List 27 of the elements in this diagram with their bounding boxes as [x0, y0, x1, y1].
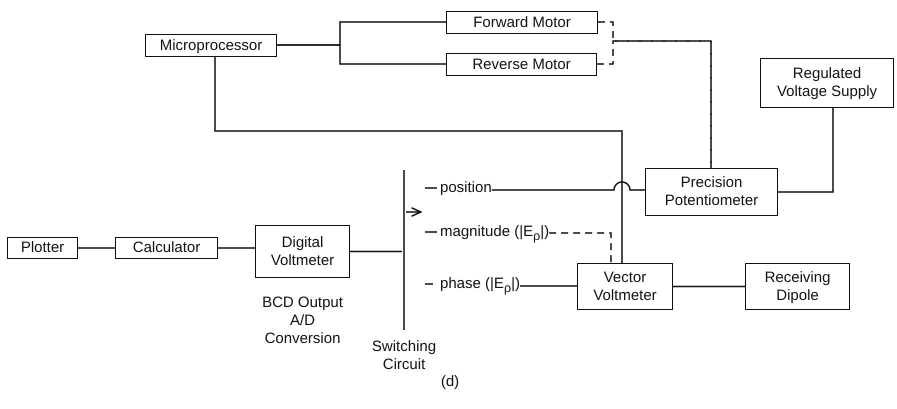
motor-box: Reverse Motor — [446, 53, 597, 76]
connector-line — [673, 286, 745, 288]
connector-line — [520, 285, 577, 287]
node-caption: Switching Circuit — [370, 338, 438, 374]
process-box: Calculator — [115, 237, 218, 259]
node-caption: BCD Output A/D Conversion — [261, 294, 344, 348]
connector-line — [78, 247, 115, 249]
supply-box: Regulated Voltage Supply — [760, 58, 894, 108]
process-box: Plotter — [7, 237, 78, 259]
connector-line — [549, 232, 612, 263]
connector-line — [492, 181, 645, 191]
signal-label: position — [440, 179, 492, 197]
figure-label: (d) — [440, 373, 460, 391]
voltmeter-box: Vector Voltmeter — [577, 263, 673, 310]
voltmeter-box: Digital Voltmeter — [255, 225, 350, 278]
antenna-box: Receiving Dipole — [745, 263, 850, 310]
connector-line — [214, 57, 623, 263]
motor-box: Forward Motor — [446, 11, 598, 34]
signal-label: phase (|E$_{ρ}$|) — [440, 275, 520, 297]
process-box: Microprocessor — [145, 34, 277, 57]
connector-line — [218, 247, 255, 249]
connector-line — [350, 250, 402, 252]
switch-arrow — [406, 207, 422, 217]
signal-label: magnitude (|E$_{ρ}$|) — [440, 223, 550, 245]
connector-line — [277, 44, 446, 65]
connector-line — [778, 108, 834, 193]
potentiometer-box: Precision Potentiometer — [645, 168, 778, 216]
